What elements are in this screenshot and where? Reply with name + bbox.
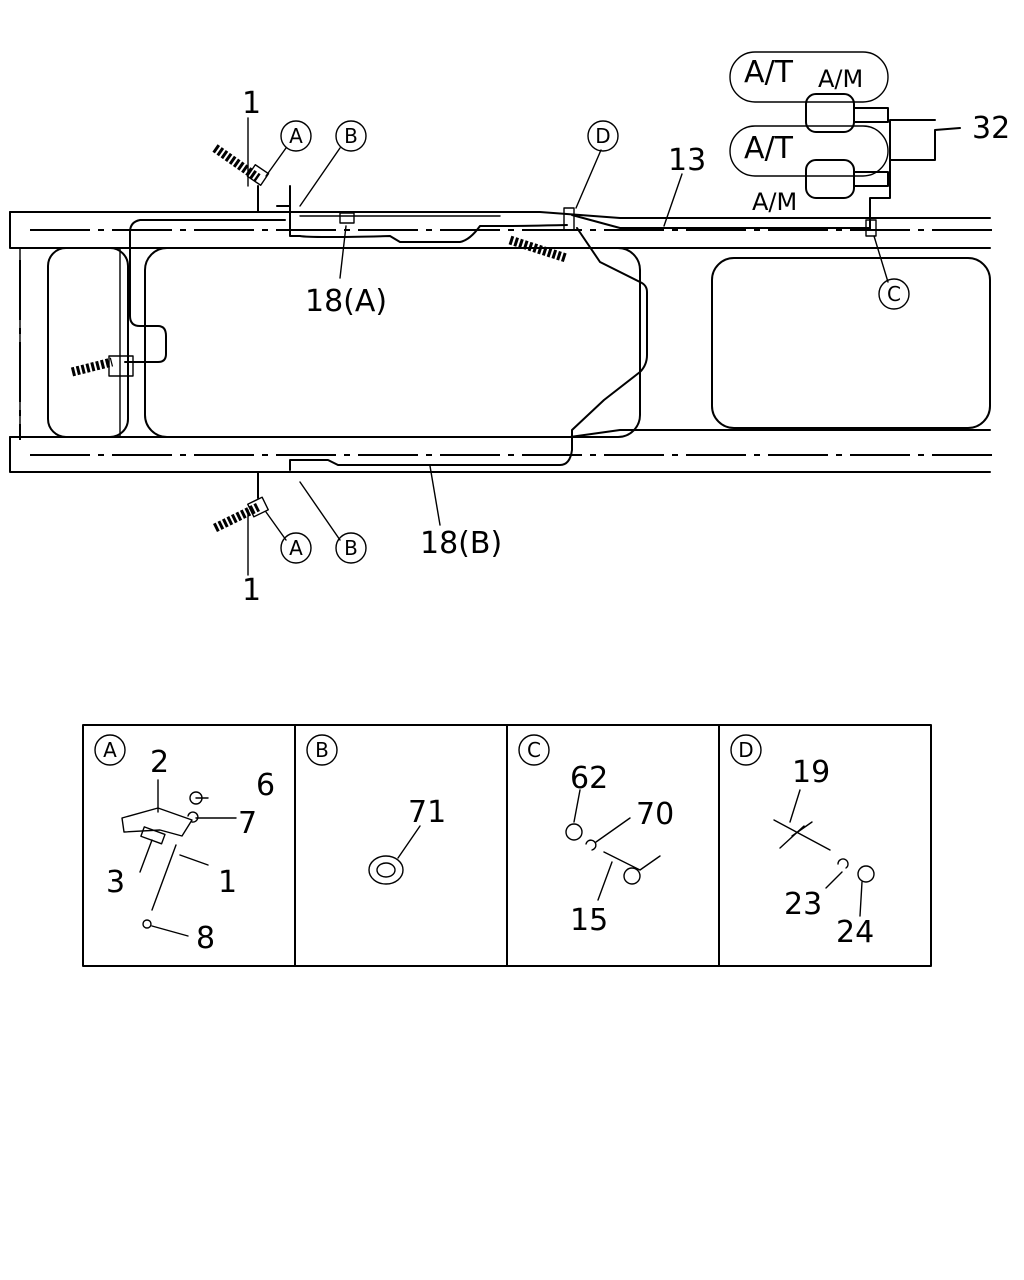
panel-c-marker: C: [518, 734, 550, 766]
leader-a-bottom: [265, 511, 287, 541]
panel-d-part-24: 24: [836, 915, 874, 950]
svg-text:A: A: [103, 738, 117, 762]
svg-text:A: A: [289, 124, 303, 148]
chassis-frame: [9, 211, 1000, 473]
callout-18a: 18(A): [305, 284, 387, 319]
svg-text:C: C: [527, 738, 541, 762]
panel-a-marker: A: [94, 734, 126, 766]
panel-a-part-6: 6: [256, 768, 275, 803]
c-fitting: [865, 219, 877, 237]
panel-b-marker: B: [306, 734, 338, 766]
panel-c-part-62: 62: [570, 761, 608, 796]
panel-d-part-23: 23: [784, 887, 822, 922]
svg-text:C: C: [887, 282, 901, 306]
hose-fitting-part: [151, 844, 177, 911]
svg-text:D: D: [595, 124, 610, 148]
panel-d-marker: D: [730, 734, 762, 766]
marker-b-bottom: B: [335, 532, 367, 564]
callout-13: 13: [668, 143, 706, 178]
cross-fitting-part: [773, 819, 831, 851]
leader-18b: [429, 465, 441, 526]
leader-a-top: [265, 147, 287, 177]
callout-32: 32: [972, 111, 1010, 146]
svg-text:A: A: [289, 536, 303, 560]
connector-part: [603, 851, 661, 871]
leader-13: [663, 173, 683, 227]
leader-18a: [339, 225, 347, 279]
washer-part: [837, 858, 849, 869]
detail-panel-c: C 62 70 15: [518, 734, 674, 938]
callout-1-bottom: 1: [242, 573, 261, 608]
leader-d: [575, 149, 602, 209]
brake-pipes: [124, 119, 961, 471]
washer-part: [187, 811, 199, 823]
svg-text:B: B: [315, 738, 329, 762]
panel-a-part-1: 1: [218, 865, 237, 900]
valve-upper-at: A/T: [744, 55, 794, 90]
nut-part: [857, 865, 875, 883]
nut-part: [565, 823, 583, 841]
callout-1-top: 1: [242, 86, 261, 121]
detail-panel-a: A 2 6 7 3 1 8: [94, 734, 275, 956]
panel-a-part-3: 3: [106, 865, 125, 900]
detail-panel-d: D 19 23 24: [730, 734, 875, 950]
relay-valves: [729, 51, 889, 199]
callout-18b: 18(B): [420, 526, 502, 561]
d-tee-fitting: [563, 207, 575, 231]
panel-d-part-19: 19: [792, 755, 830, 790]
panel-a-part-7: 7: [238, 806, 257, 841]
grommet-part: [368, 855, 404, 885]
marker-a-bottom: A: [280, 532, 312, 564]
leader-b-top: [299, 147, 341, 207]
marker-c-right: C: [878, 278, 910, 310]
valve-lower-at: A/T: [744, 131, 794, 166]
detail-panel-b: B 71: [306, 734, 446, 885]
svg-text:B: B: [344, 124, 358, 148]
panel-b-part-71: 71: [408, 795, 446, 830]
brake-hoses: [70, 144, 568, 533]
washer-part: [585, 839, 597, 851]
leader-b-bottom: [299, 481, 341, 541]
valve-lower-am: A/M: [752, 188, 797, 216]
svg-text:B: B: [344, 536, 358, 560]
leader-c: [873, 235, 889, 283]
panel-c-part-70: 70: [636, 797, 674, 832]
marker-d-top: D: [587, 120, 619, 152]
detail-panels: [82, 724, 932, 967]
marker-a-top: A: [280, 120, 312, 152]
marker-b-top: B: [335, 120, 367, 152]
valve-upper-am: A/M: [818, 65, 863, 93]
panel-a-part-2: 2: [150, 745, 169, 780]
svg-text:D: D: [738, 738, 753, 762]
panel-a-part-8: 8: [196, 921, 215, 956]
bolt-part: [140, 826, 166, 845]
clip-part: [142, 919, 152, 929]
panel-c-part-15: 15: [570, 903, 608, 938]
